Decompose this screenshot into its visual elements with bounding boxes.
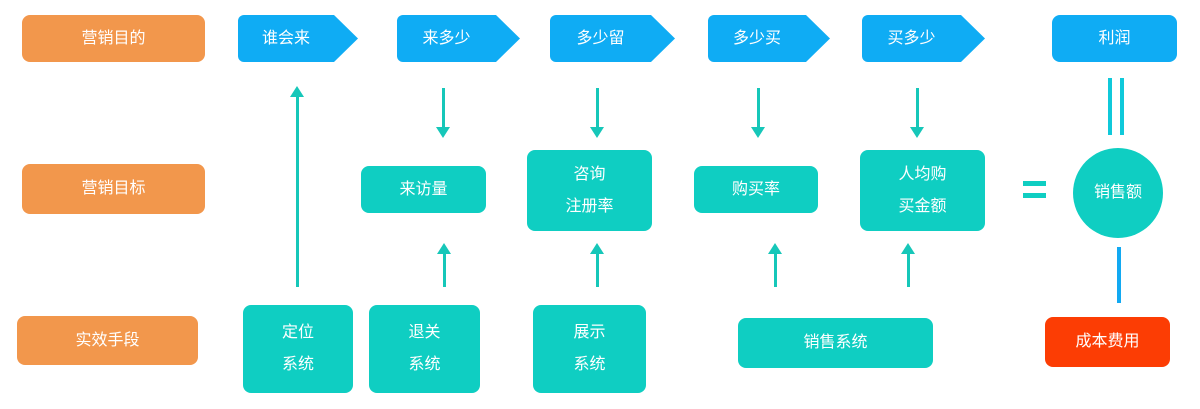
withdraw-system-line1: 退关 — [408, 324, 441, 341]
positioning-system-line1: 定位 — [281, 324, 314, 341]
funnel-step-label: 多少留 — [576, 29, 625, 47]
arrow-down-head — [751, 127, 765, 138]
arrow-display-to-consult — [590, 243, 604, 287]
profit-label: 利润 — [1098, 29, 1131, 47]
avg-purchase-line2: 买金额 — [898, 197, 947, 215]
arrow-shaft — [595, 88, 599, 128]
withdraw-system-box: 退关 系统 — [369, 305, 480, 393]
sales-amount-circle: 销售额 — [1073, 148, 1163, 238]
display-system-line1: 展示 — [573, 324, 606, 341]
cost-expense-label: 成本费用 — [1075, 333, 1140, 351]
arrow-shaft — [441, 88, 445, 128]
arrow-sales-system-to-purchase-rate — [768, 243, 782, 287]
row-label-means: 实效手段 — [17, 316, 198, 365]
funnel-step-how-many-come: 来多少 — [397, 15, 520, 62]
arrow-down-head — [436, 127, 450, 138]
arrow-withdraw-to-visits — [437, 243, 451, 287]
consult-register-line1: 咨询 — [573, 165, 606, 183]
arrow-up-head — [437, 243, 451, 254]
cost-expense-box: 成本费用 — [1045, 317, 1170, 367]
funnel-step-label: 谁会来 — [261, 29, 310, 47]
arrow-shaft — [773, 253, 777, 287]
purchase-rate-box: 购买率 — [694, 166, 818, 213]
row-label-target-text: 营销目标 — [81, 180, 146, 198]
arrow-shaft — [906, 253, 910, 287]
row-label-means-text: 实效手段 — [75, 331, 140, 349]
arrow-how-many-buy-to-purchase-rate — [751, 88, 765, 138]
funnel-step-who-will-come: 谁会来 — [238, 15, 358, 62]
arrow-positioning-to-who-will-come — [290, 86, 304, 287]
arrow-up-head — [290, 86, 304, 97]
avg-purchase-box: 人均购 买金额 — [860, 150, 985, 231]
purchase-rate-label: 购买率 — [731, 180, 780, 198]
arrow-shaft — [915, 88, 919, 128]
funnel-step-how-many-stay: 多少留 — [550, 15, 675, 62]
funnel-step-how-many-buy: 多少买 — [708, 15, 830, 62]
sales-amount-label: 销售额 — [1093, 184, 1142, 202]
double-line-profit-to-sales — [1108, 78, 1124, 135]
visits-label: 来访量 — [399, 180, 448, 198]
arrow-shaft — [595, 253, 599, 287]
equals-sign — [1023, 181, 1046, 198]
sales-system-label: 销售系统 — [803, 334, 868, 352]
funnel-step-label: 来多少 — [422, 29, 471, 47]
consult-register-line2: 注册率 — [565, 197, 614, 215]
sales-system-box: 销售系统 — [738, 318, 933, 368]
row-label-target: 营销目标 — [22, 164, 205, 214]
display-system-box: 展示 系统 — [533, 305, 646, 393]
arrow-shaft — [442, 253, 446, 287]
consult-register-box: 咨询 注册率 — [527, 150, 652, 231]
arrow-up-head — [768, 243, 782, 254]
avg-purchase-line1: 人均购 — [898, 165, 947, 183]
funnel-step-label: 买多少 — [887, 29, 936, 47]
row-label-purpose: 营销目的 — [22, 15, 205, 62]
row-label-purpose-text: 营销目的 — [81, 29, 146, 47]
arrow-how-many-stay-to-consult — [590, 88, 604, 138]
withdraw-system-line2: 系统 — [408, 356, 441, 373]
arrow-down-head — [910, 127, 924, 138]
arrow-buy-how-much-to-avg-purchase — [910, 88, 924, 138]
arrow-shaft — [295, 96, 299, 287]
funnel-step-buy-how-much: 买多少 — [862, 15, 985, 62]
positioning-system-line2: 系统 — [281, 356, 314, 373]
arrow-up-head — [901, 243, 915, 254]
arrow-up-head — [590, 243, 604, 254]
visits-box: 来访量 — [361, 166, 486, 213]
funnel-step-label: 多少买 — [732, 29, 781, 47]
arrow-down-head — [590, 127, 604, 138]
display-system-line2: 系统 — [573, 356, 606, 373]
profit-box: 利润 — [1052, 15, 1177, 62]
arrow-shaft — [756, 88, 760, 128]
arrow-how-many-come-to-visits — [436, 88, 450, 138]
line-sales-to-cost — [1117, 247, 1121, 303]
positioning-system-box: 定位 系统 — [243, 305, 353, 393]
arrow-sales-system-to-avg-purchase — [901, 243, 915, 287]
